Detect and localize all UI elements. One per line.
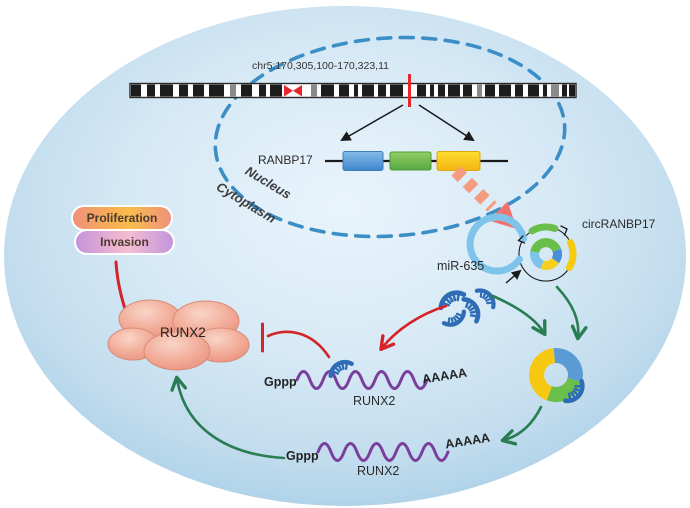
mrna-top-cap-label: Gppp — [264, 375, 297, 389]
invasion-badge: Invasion — [74, 229, 175, 255]
activation-arrows — [170, 285, 588, 460]
cell-membrane — [4, 6, 686, 506]
chromosome-bands-dark — [131, 84, 575, 97]
locus-to-gene-arrow-right — [418, 104, 475, 142]
mrna-top-gene-label: RUNX2 — [353, 394, 396, 408]
mrna-bottom-gene-label: RUNX2 — [357, 464, 400, 478]
runx2-protein-cluster — [107, 299, 250, 371]
mir635-label: miR-635 — [437, 259, 485, 273]
nucleus-boundary — [213, 35, 567, 239]
circ-to-sponge-arrow — [555, 285, 588, 341]
ranbp17-gene — [325, 151, 508, 171]
chromosome-ideogram — [129, 74, 577, 107]
exon-yellow — [436, 151, 481, 171]
mir-to-mrna-arrow — [379, 304, 448, 352]
mir-binds-circ-arrow — [505, 269, 522, 284]
ranbp17-gene-label: RANBP17 — [258, 153, 313, 167]
mrna-bottom-cap-label: Gppp — [286, 449, 319, 463]
circranbp17-circle — [466, 213, 577, 282]
proliferation-label: Proliferation — [86, 211, 158, 225]
chr-locus-label: chr5:170,305,100-170,323,11 — [252, 60, 390, 72]
exon-green — [389, 151, 432, 171]
runx2-protein-label: RUNX2 — [160, 325, 206, 340]
centromere — [284, 85, 302, 97]
sponge-to-mrna-arrow — [500, 405, 543, 446]
sponge-complex-circle — [529, 348, 587, 406]
mir-to-sponge-arrow — [491, 294, 547, 337]
mrna-block-curve — [266, 330, 331, 359]
chromosome-bands-gray — [230, 84, 559, 97]
exon-blue — [342, 151, 384, 171]
invasion-label: Invasion — [100, 235, 149, 249]
locus-to-gene-arrow-left — [340, 104, 404, 142]
runx2-mrna-bottom-wave — [316, 442, 450, 462]
runx2-mrna-top-wave — [295, 370, 429, 390]
proliferation-badge: Proliferation — [71, 205, 173, 231]
circranbp17-label: circRANBP17 — [582, 217, 656, 231]
mrna-to-protein-arrow — [170, 375, 286, 460]
